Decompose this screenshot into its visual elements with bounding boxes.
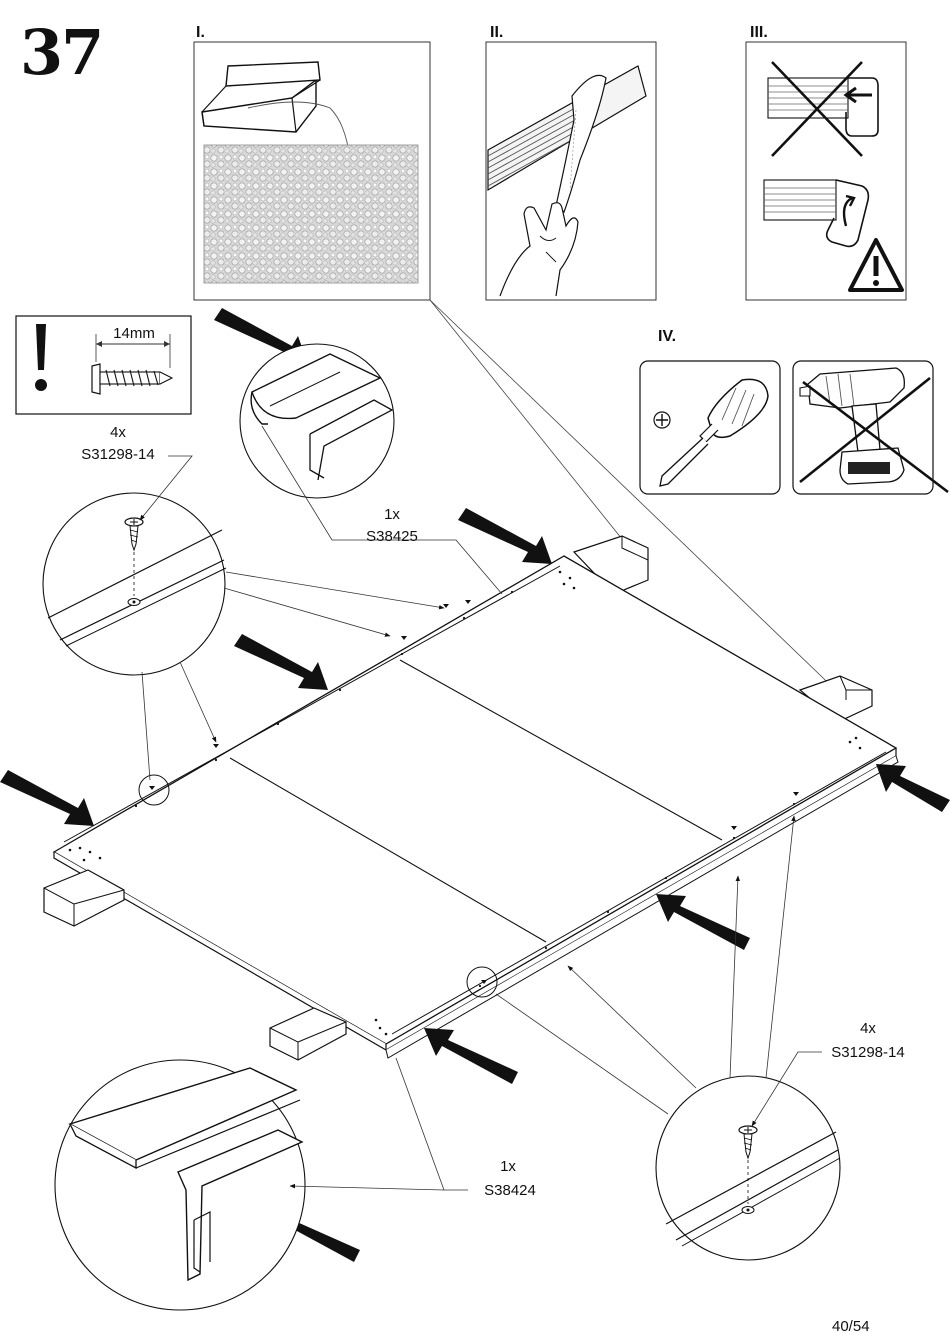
panel-packaging-foam [193, 41, 431, 301]
push-direction-arrows [0, 308, 950, 1262]
detail-bottom-screw [655, 1075, 841, 1261]
screw-length-warning [15, 315, 192, 415]
panel-label-iv: IV. [658, 328, 677, 345]
page-number: 40/54 [832, 1318, 870, 1335]
panel-label-iii: III. [750, 24, 768, 41]
top-profile-qty: 1x [384, 506, 400, 523]
top-screws-code: S31298-14 [81, 446, 155, 463]
panel-leader-lines [429, 299, 847, 701]
support-beam-bottom [269, 1007, 347, 1061]
panel-peel-protective-film [485, 41, 657, 301]
bed-base-assembly [43, 535, 899, 1061]
detail-top-profile [239, 343, 395, 499]
step-number: 37 [20, 16, 104, 89]
panel-correct-fitting [745, 41, 907, 301]
detail-bottom-profile [54, 1059, 306, 1311]
bottom-screws-code: S31298-14 [831, 1044, 905, 1061]
panel-label-i: I. [196, 24, 205, 41]
panel-screwdriver-only [639, 360, 949, 495]
screw-length-label: 14mm [113, 325, 155, 342]
bottom-profile-code: S38424 [484, 1182, 536, 1199]
callout-leaders [139, 425, 822, 1191]
bottom-screws-qty: 4x [860, 1020, 876, 1037]
bottom-profile-qty: 1x [500, 1158, 516, 1175]
top-profile-code: S38425 [366, 528, 418, 545]
top-screws-qty: 4x [110, 424, 126, 441]
panel-label-ii: II. [490, 24, 504, 41]
support-beam-left [43, 869, 125, 927]
detail-top-screw [42, 492, 227, 676]
